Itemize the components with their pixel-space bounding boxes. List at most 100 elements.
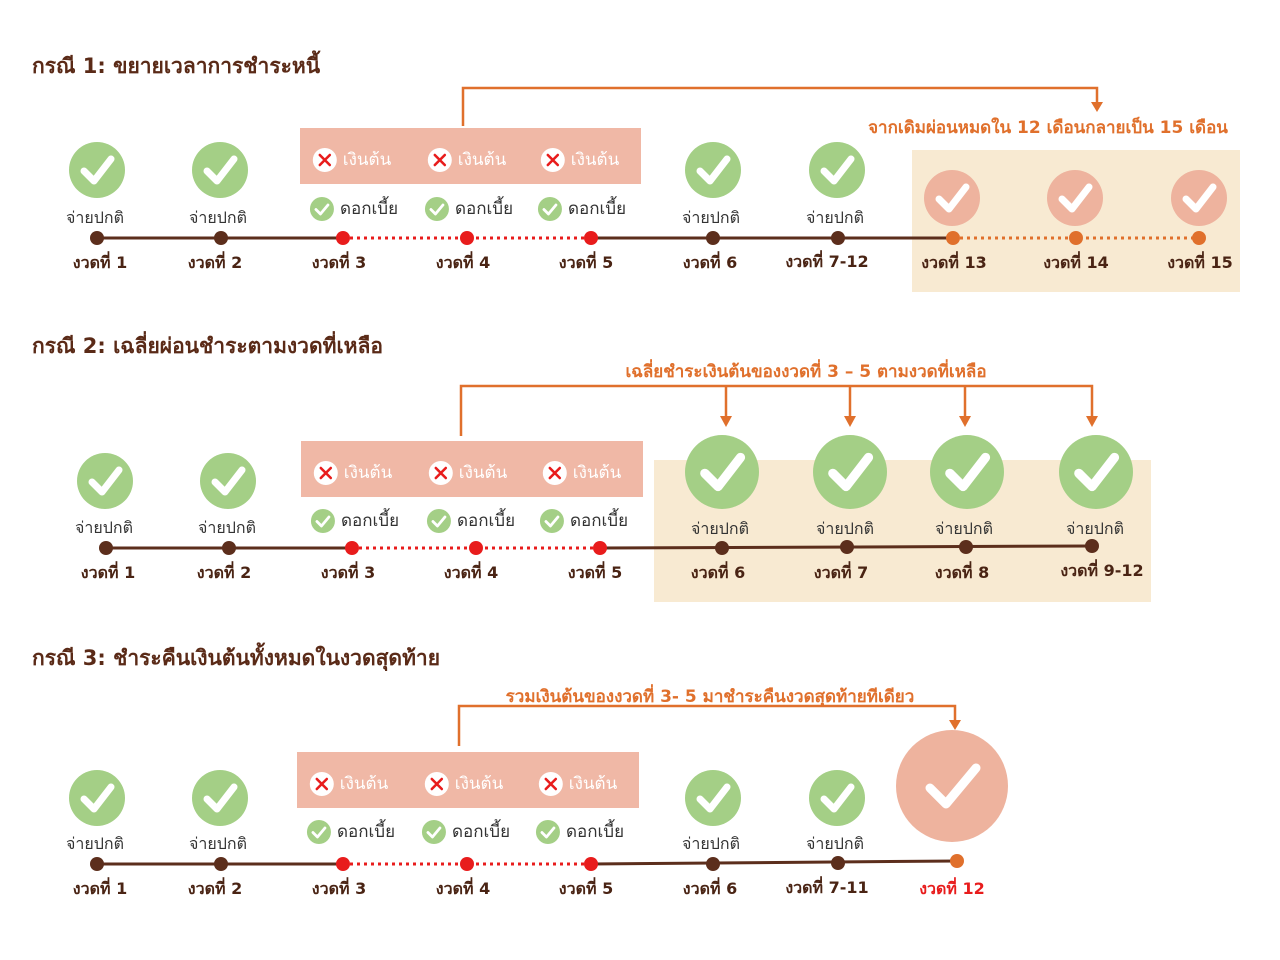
normal-payment-label: จ่ายปกติ	[189, 208, 247, 227]
check-circle-icon	[809, 142, 865, 198]
interest-paid-item: ดอกเบี้ย	[306, 818, 396, 845]
case1-missed-principal-box	[300, 128, 641, 184]
missed-principal-item: เงินต้น	[427, 146, 506, 173]
missed-principal-item: เงินต้น	[424, 770, 504, 797]
normal-payment-label: จ่ายปกติ	[66, 208, 124, 227]
case3-annotation: รวมเงินต้นของงวดที่ 3- 5 มาชำระคืนงวดสุด…	[505, 687, 915, 707]
case3-timeline-dots	[90, 854, 964, 871]
missed-principal-item: เงินต้น	[538, 770, 617, 797]
period-label: งวดที่ 2	[187, 253, 243, 272]
period-label: งวดที่ 7-12	[785, 252, 869, 271]
normal-payment-label: จ่ายปกติ	[198, 518, 256, 537]
missed-principal-item: เงินต้น	[309, 770, 388, 797]
cross-circle-icon	[313, 460, 338, 485]
missed-principal-label: เงินต้น	[342, 150, 392, 170]
period-label: งวดที่ 8	[934, 563, 990, 582]
normal-payment-label: จ่ายปกติ	[806, 208, 864, 227]
interest-label: ดอกเบี้ย	[336, 822, 396, 842]
missed-principal-label: เงินต้น	[343, 463, 393, 483]
normal-payment-label: จ่ายปกติ	[682, 834, 740, 853]
missed-principal-label: เงินต้น	[570, 150, 620, 170]
check-circle-icon	[192, 770, 248, 826]
interest-paid-item: ดอกเบี้ย	[535, 818, 624, 845]
check-circle-icon	[535, 819, 560, 844]
check-circle-icon	[685, 142, 741, 198]
missed-principal-label: เงินต้น	[572, 463, 622, 483]
case1-annotation: จากเดิมผ่อนหมดใน 12 เดือนกลายเป็น 15 เดื…	[868, 118, 1228, 138]
cross-circle-icon	[428, 460, 453, 485]
check-circle-icon	[930, 435, 1004, 509]
interest-label: ดอกเบี้ย	[569, 511, 629, 531]
period-label: งวดที่ 6	[682, 879, 738, 898]
cross-circle-icon	[309, 771, 334, 796]
check-circle-icon	[424, 196, 449, 221]
case3-title: กรณี 3: ชำระคืนเงินต้นทั้งหมดในงวดสุดท้า…	[32, 646, 441, 670]
period-label: งวดที่ 9-12	[1060, 561, 1144, 580]
interest-paid-item: ดอกเบี้ย	[426, 507, 516, 534]
interest-paid-item: ดอกเบี้ย	[424, 195, 514, 222]
period-label: งวดที่ 14	[1043, 253, 1109, 272]
interest-label: ดอกเบี้ย	[456, 511, 516, 531]
period-label: งวดที่ 5	[567, 563, 623, 582]
check-circle-icon	[426, 508, 451, 533]
period-label: งวดที่ 5	[558, 879, 614, 898]
check-circle-icon	[896, 730, 1008, 842]
missed-principal-label: เงินต้น	[454, 774, 504, 794]
period-label: งวดที่ 13	[921, 253, 987, 272]
period-label: งวดที่ 1	[72, 879, 128, 898]
cross-circle-icon	[312, 147, 337, 172]
period-label: งวดที่ 3	[311, 879, 367, 898]
check-circle-icon	[813, 435, 887, 509]
check-circle-icon	[200, 453, 256, 509]
cross-circle-icon	[424, 771, 449, 796]
period-label: งวดที่ 4	[435, 879, 491, 898]
period-label: งวดที่ 4	[435, 253, 491, 272]
normal-payment-label: จ่ายปกติ	[806, 834, 864, 853]
interest-label: ดอกเบี้ย	[454, 199, 514, 219]
missed-principal-item: เงินต้น	[542, 459, 622, 486]
normal-payment-label: จ่ายปกติ	[75, 518, 133, 537]
interest-paid-item: ดอกเบี้ย	[537, 195, 626, 222]
period-label: งวดที่ 4	[443, 563, 499, 582]
check-circle-icon	[1171, 170, 1227, 226]
normal-payment-label: จ่ายปกติ	[682, 208, 740, 227]
check-circle-icon	[77, 453, 133, 509]
check-circle-icon	[1047, 170, 1103, 226]
missed-principal-item: เงินต้น	[313, 459, 393, 486]
cross-circle-icon	[542, 460, 567, 485]
check-circle-icon	[421, 819, 446, 844]
normal-payment-label: จ่ายปกติ	[1066, 519, 1124, 538]
case3-missed-principal-box	[297, 752, 639, 808]
missed-principal-item: เงินต้น	[540, 146, 620, 173]
case1-title: กรณี 1: ขยายเวลาการชำระหนี้	[32, 54, 321, 78]
cross-circle-icon	[540, 147, 565, 172]
period-label: งวดที่ 7-11	[785, 878, 869, 897]
period-label: งวดที่ 3	[320, 563, 376, 582]
check-circle-icon	[924, 170, 980, 226]
period-label-final: งวดที่ 12	[919, 879, 985, 898]
period-label: งวดที่ 2	[187, 879, 243, 898]
missed-principal-label: เงินต้น	[458, 463, 508, 483]
cross-circle-icon	[538, 771, 563, 796]
period-label: งวดที่ 1	[80, 563, 136, 582]
check-circle-icon	[69, 770, 125, 826]
normal-payment-label: จ่ายปกติ	[691, 519, 749, 538]
case2-title: กรณี 2: เฉลี่ยผ่อนชำระตามงวดที่เหลือ	[32, 334, 383, 358]
interest-paid-item: ดอกเบี้ย	[310, 507, 399, 534]
case2-missed-principal-box	[301, 441, 643, 497]
period-label: งวดที่ 2	[196, 563, 252, 582]
missed-principal-item: เงินต้น	[428, 459, 508, 486]
check-circle-icon	[69, 142, 125, 198]
period-label: งวดที่ 6	[690, 563, 746, 582]
case2-annotation: เฉลี่ยชำระเงินต้นของงวดที่ 3 – 5 ตามงวดท…	[625, 362, 987, 382]
interest-label: ดอกเบี้ย	[339, 199, 399, 219]
check-circle-icon	[685, 435, 759, 509]
interest-paid-item: ดอกเบี้ย	[309, 195, 399, 222]
normal-payment-label: จ่ายปกติ	[935, 519, 993, 538]
check-circle-icon	[306, 819, 331, 844]
check-circle-icon	[537, 196, 562, 221]
period-label: งวดที่ 1	[72, 253, 128, 272]
period-label: งวดที่ 3	[311, 253, 367, 272]
period-label: งวดที่ 6	[682, 253, 738, 272]
check-circle-icon	[539, 508, 564, 533]
